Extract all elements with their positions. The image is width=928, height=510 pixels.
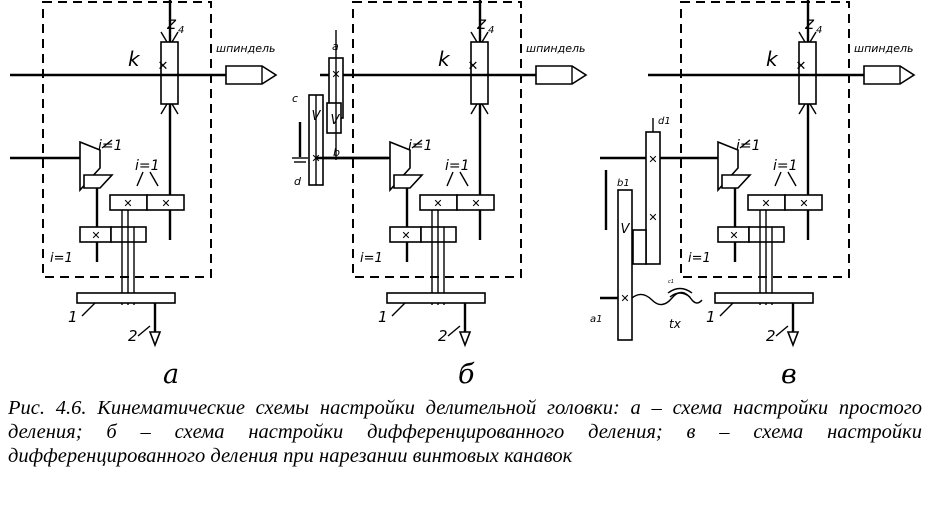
figure-caption: Рис. 4.6. Кинематические схемы настройки… bbox=[8, 397, 922, 467]
label-z4-sub-v: 4 bbox=[816, 25, 822, 36]
kinematic-schemes: ✕ ✕ ✕ ✕ bbox=[8, 0, 916, 390]
label-spindle-b: шпиндель bbox=[526, 42, 586, 55]
label-gear-b: b bbox=[333, 146, 340, 159]
label-i1-lower-v: i=1 bbox=[688, 251, 711, 266]
label-z4-sub-b: 4 bbox=[488, 25, 494, 36]
label-k-b: k bbox=[438, 47, 451, 71]
label-handle-2: 2 bbox=[128, 327, 138, 345]
label-spindle: шпиндель bbox=[216, 42, 276, 55]
label-i1-lower-b: i=1 bbox=[360, 251, 383, 266]
svg-text:✕: ✕ bbox=[648, 153, 657, 166]
panel-letter-a: а bbox=[163, 359, 179, 390]
label-plate-1-b: 1 bbox=[378, 308, 388, 326]
label-gear-a: a bbox=[332, 40, 339, 53]
panel-a: z 4 k шпиндель i=1 i=1 i=1 1 2 а bbox=[8, 0, 278, 390]
label-i1-upper: i=1 bbox=[135, 158, 160, 174]
label-i1-upper-v: i=1 bbox=[773, 158, 798, 174]
svg-text:V: V bbox=[312, 109, 322, 124]
svg-text:V: V bbox=[331, 113, 341, 128]
svg-text:✕: ✕ bbox=[620, 292, 629, 305]
panel-v: ✕ ✕ V ✕ a1 b1 c1 d1 tx z 4 k шпиндель i=… bbox=[590, 0, 916, 390]
svg-text:✕: ✕ bbox=[311, 152, 320, 165]
label-k: k bbox=[128, 47, 141, 71]
label-gear-c: c bbox=[292, 92, 298, 105]
label-i1-bevel: i=1 bbox=[98, 138, 123, 154]
svg-text:✕: ✕ bbox=[648, 211, 657, 224]
svg-text:✕: ✕ bbox=[331, 68, 340, 81]
label-gear-d: d bbox=[294, 175, 302, 188]
panel-letter-v: в bbox=[781, 359, 797, 390]
label-plate-1-v: 1 bbox=[706, 308, 716, 326]
label-i1-bevel-v: i=1 bbox=[736, 138, 761, 154]
svg-text:V: V bbox=[621, 222, 631, 237]
label-handle-2-b: 2 bbox=[438, 327, 448, 345]
label-z4-b: z bbox=[476, 14, 487, 34]
label-handle-2-v: 2 bbox=[766, 327, 776, 345]
label-z4: z bbox=[166, 14, 177, 34]
panel-letter-b: б bbox=[458, 359, 475, 390]
label-gear-d1: d1 bbox=[658, 116, 671, 127]
label-i1-bevel-b: i=1 bbox=[408, 138, 433, 154]
label-gear-a1: a1 bbox=[590, 314, 603, 325]
label-z4-v: z bbox=[804, 14, 815, 34]
label-plate-1: 1 bbox=[68, 308, 78, 326]
panel-b: ✕ V V ✕ a b c d z 4 k шпиндель i=1 i=1 i… bbox=[292, 0, 588, 390]
label-gear-b1: b1 bbox=[617, 178, 630, 189]
label-k-v: k bbox=[766, 47, 779, 71]
label-spindle-v: шпиндель bbox=[854, 42, 914, 55]
label-tx: tx bbox=[669, 317, 682, 331]
label-gear-c1: c1 bbox=[668, 279, 674, 285]
label-z4-sub: 4 bbox=[178, 25, 184, 36]
label-i1-lower: i=1 bbox=[50, 251, 73, 266]
label-i1-upper-b: i=1 bbox=[445, 158, 470, 174]
